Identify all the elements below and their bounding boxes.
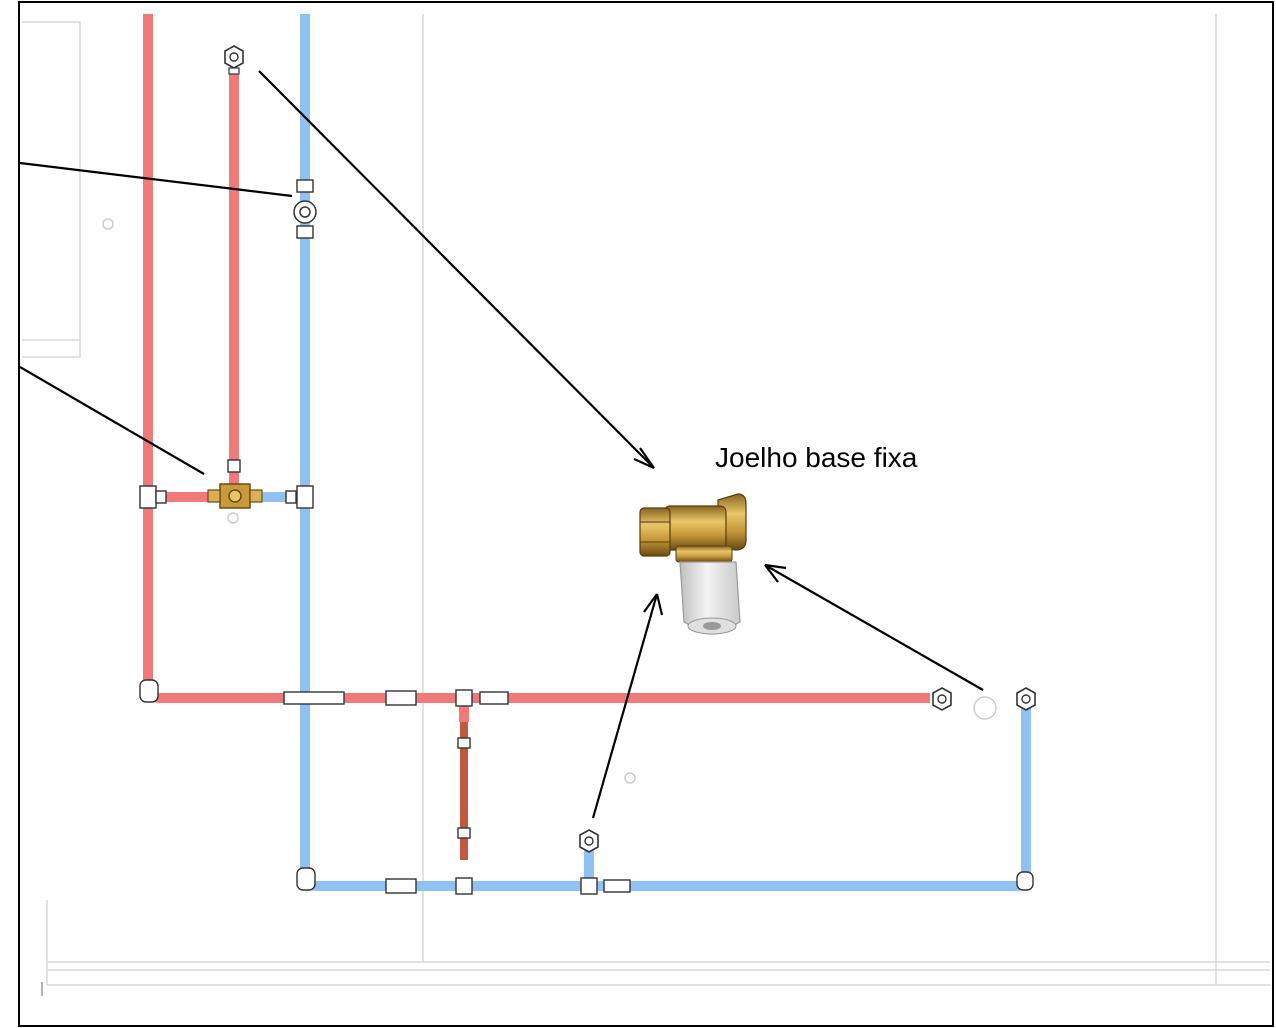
wall-outlet-icon <box>1016 687 1036 711</box>
annotation-label: Joelho base fixa <box>715 442 918 473</box>
fittings <box>139 179 1034 895</box>
shutoff-valve-icon <box>293 200 317 224</box>
wall-outlet-icon <box>579 829 599 853</box>
leader-line <box>19 161 293 198</box>
leader-line <box>19 366 205 475</box>
wall-outlet-icon <box>224 45 244 75</box>
fixed-base-elbow-icon <box>639 493 747 635</box>
wall-outlet-icon <box>932 687 952 711</box>
background-grid <box>22 14 1270 996</box>
pointer-arrows <box>258 70 984 819</box>
mixing-valve-icon <box>207 483 263 509</box>
